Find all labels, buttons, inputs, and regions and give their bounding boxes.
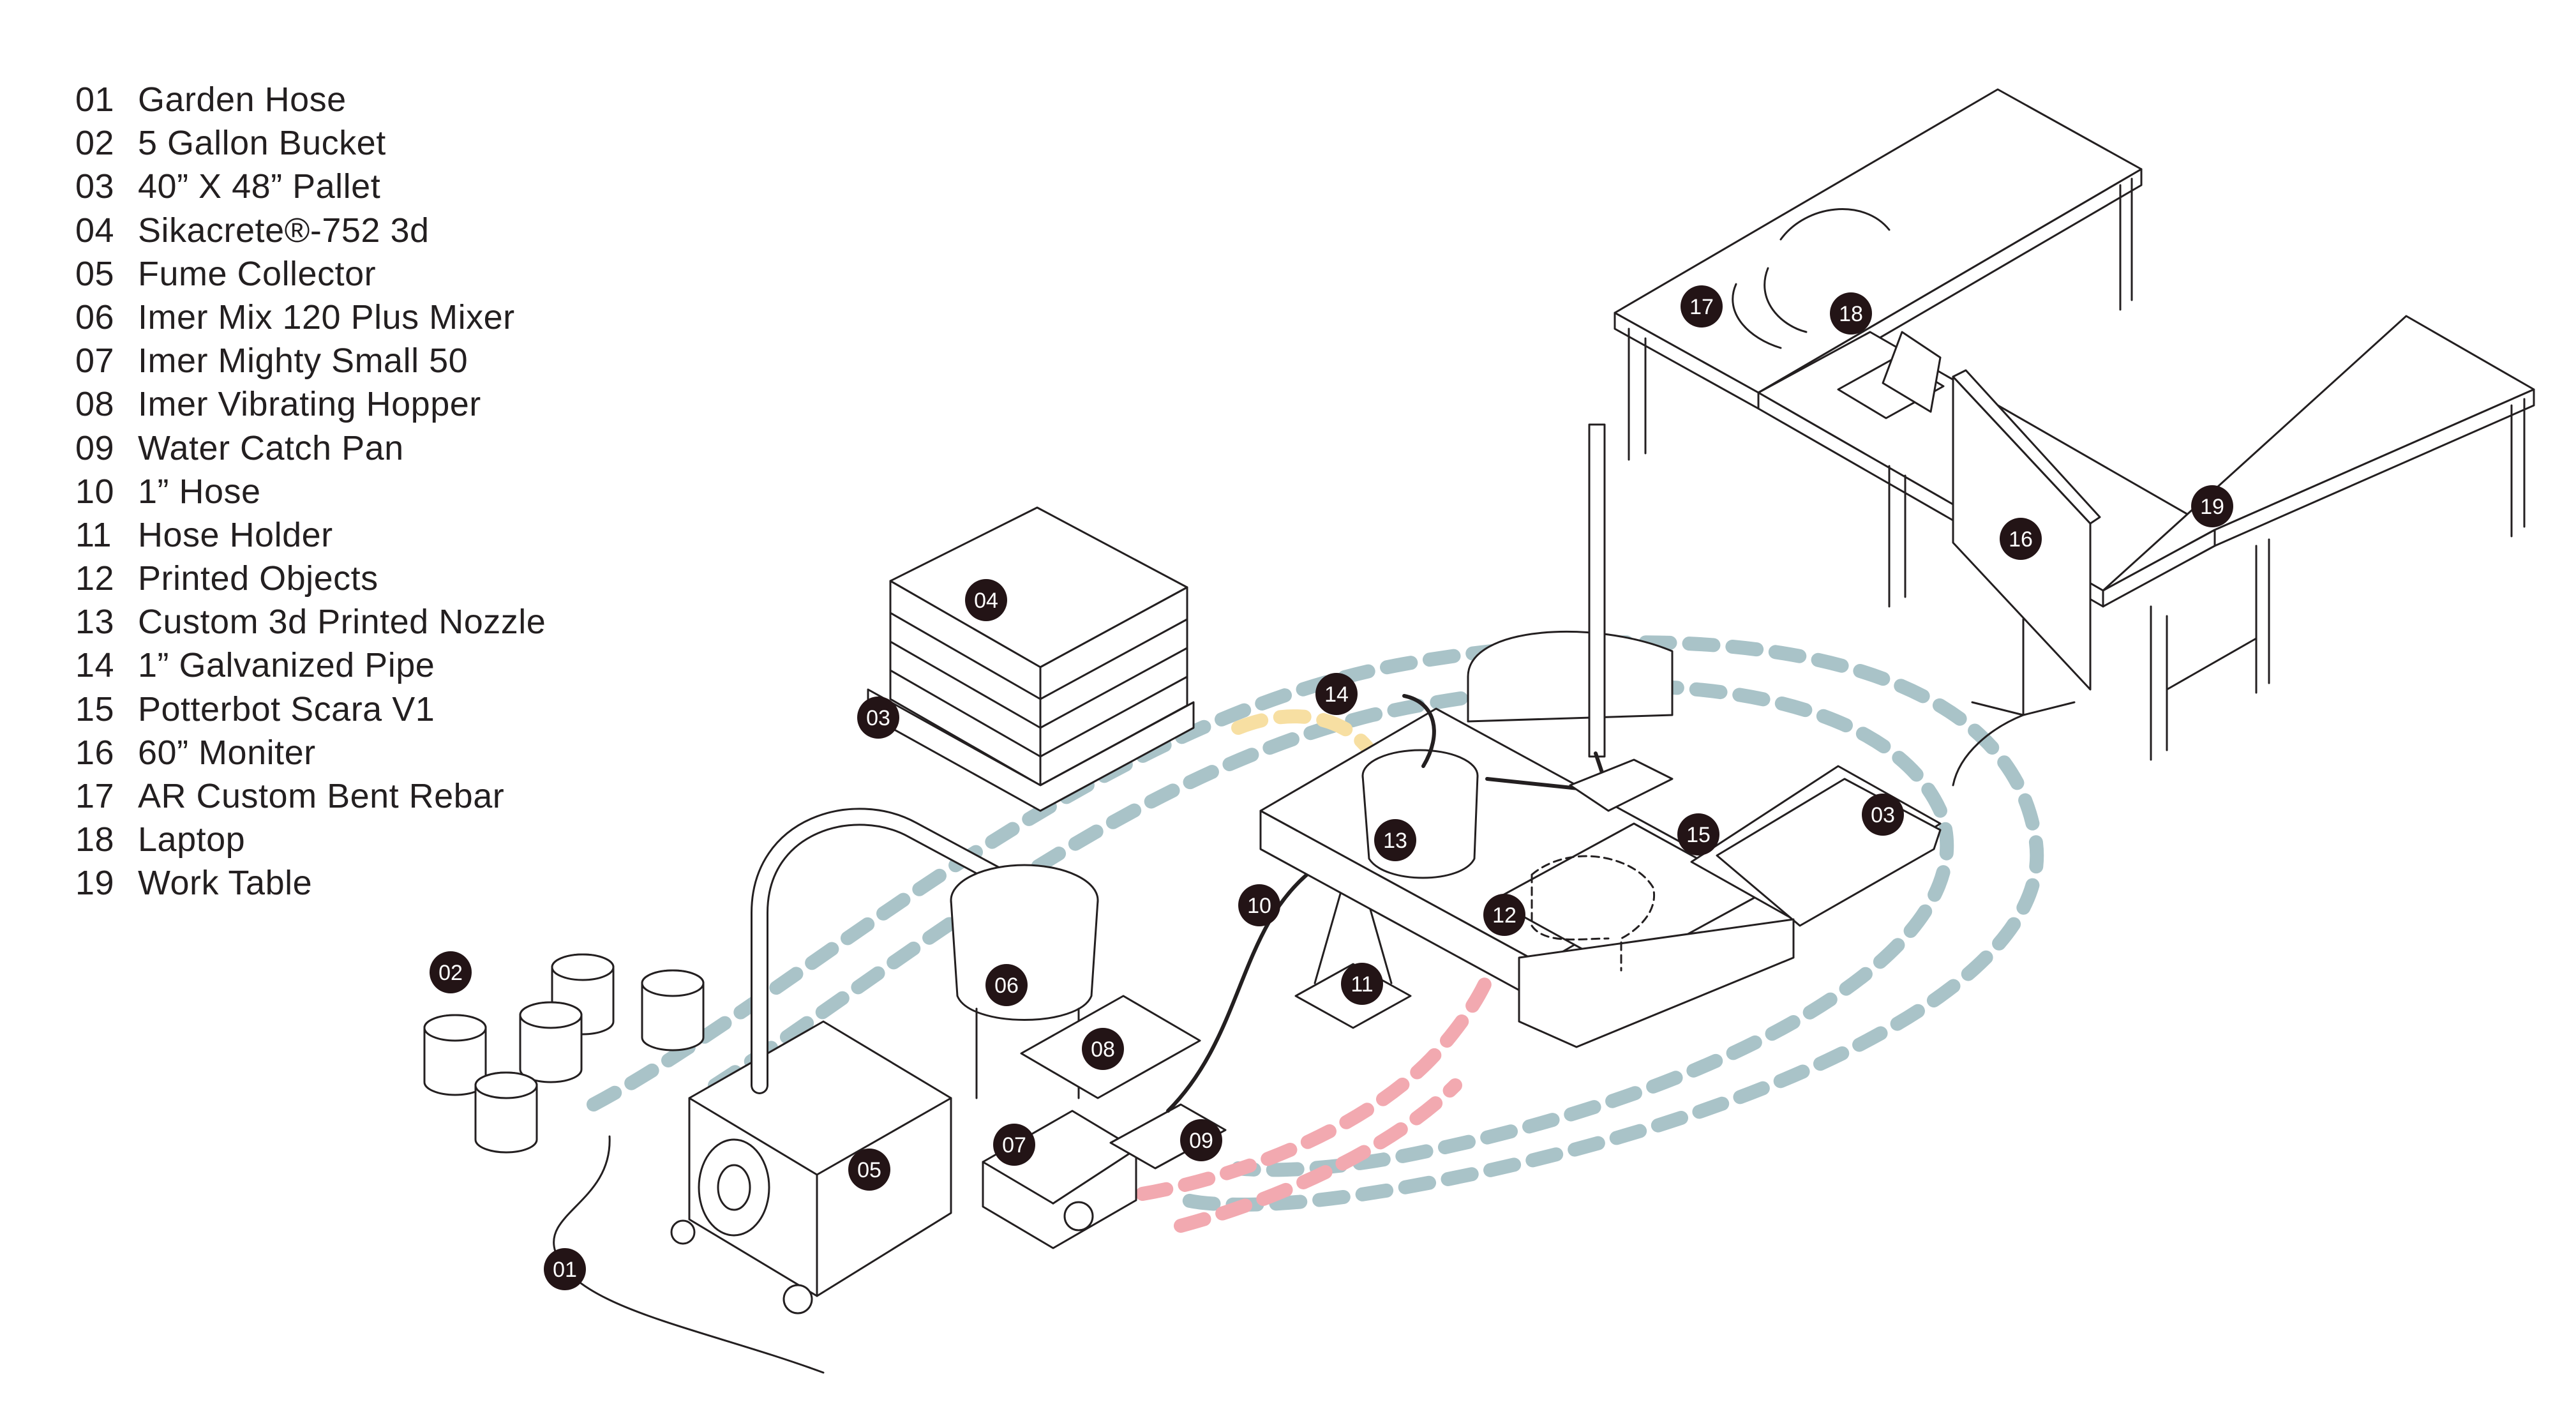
buckets bbox=[423, 953, 705, 1154]
marker-08[interactable]: 08 bbox=[1082, 1028, 1124, 1070]
marker-04[interactable]: 04 bbox=[965, 579, 1007, 621]
marker-02[interactable]: 02 bbox=[430, 951, 472, 993]
bent-rebar bbox=[1732, 208, 1891, 349]
svg-text:04: 04 bbox=[974, 589, 998, 613]
blue-path-outer bbox=[587, 635, 2044, 1212]
svg-text:17: 17 bbox=[1689, 295, 1714, 319]
marker-11[interactable]: 11 bbox=[1341, 963, 1383, 1005]
svg-text:15: 15 bbox=[1686, 823, 1711, 847]
marker-06[interactable]: 06 bbox=[985, 964, 1028, 1006]
red-path bbox=[1135, 931, 1507, 1201]
marker-10[interactable]: 10 bbox=[1238, 884, 1280, 926]
nozzle-container bbox=[1361, 749, 1479, 879]
scara-robot bbox=[1467, 423, 1674, 812]
svg-text:12: 12 bbox=[1492, 903, 1516, 928]
svg-text:19: 19 bbox=[2200, 495, 2224, 519]
svg-text:08: 08 bbox=[1091, 1037, 1115, 1062]
svg-text:16: 16 bbox=[2009, 527, 2033, 552]
marker-05[interactable]: 05 bbox=[848, 1149, 890, 1191]
svg-text:03: 03 bbox=[866, 706, 890, 730]
line-drawing bbox=[423, 88, 2535, 1374]
markers: 01 02 03 03 04 05 06 07 08 09 10 11 12 1… bbox=[430, 285, 2233, 1290]
marker-07[interactable]: 07 bbox=[993, 1124, 1035, 1166]
red-path-2 bbox=[1174, 1078, 1462, 1233]
marker-13[interactable]: 13 bbox=[1374, 819, 1416, 861]
svg-text:10: 10 bbox=[1247, 894, 1271, 918]
marker-12[interactable]: 12 bbox=[1483, 894, 1525, 936]
marker-19[interactable]: 19 bbox=[2191, 485, 2233, 527]
laptop bbox=[1837, 331, 1945, 419]
marker-15[interactable]: 15 bbox=[1677, 813, 1719, 855]
svg-text:13: 13 bbox=[1383, 829, 1407, 853]
path-trails bbox=[587, 635, 2044, 1233]
marker-09[interactable]: 09 bbox=[1180, 1119, 1222, 1161]
printed-objects bbox=[1531, 855, 1656, 972]
svg-text:14: 14 bbox=[1324, 682, 1349, 707]
svg-text:11: 11 bbox=[1351, 972, 1373, 997]
marker-03-pallet[interactable]: 03 bbox=[857, 697, 899, 739]
marker-18[interactable]: 18 bbox=[1830, 292, 1872, 335]
svg-text:03: 03 bbox=[1871, 803, 1895, 827]
blue-path-inner bbox=[708, 679, 1954, 1177]
svg-text:07: 07 bbox=[1002, 1133, 1026, 1157]
marker-16[interactable]: 16 bbox=[2000, 518, 2042, 560]
svg-text:01: 01 bbox=[553, 1258, 577, 1282]
svg-text:06: 06 bbox=[994, 974, 1019, 998]
pallet-with-bags bbox=[867, 506, 1195, 812]
svg-text:09: 09 bbox=[1189, 1129, 1213, 1153]
marker-14[interactable]: 14 bbox=[1315, 673, 1358, 715]
work-table bbox=[1614, 88, 2535, 761]
fume-collector bbox=[670, 808, 1005, 1315]
svg-text:05: 05 bbox=[857, 1158, 881, 1182]
galvanized-pipe bbox=[1402, 694, 1436, 768]
svg-text:18: 18 bbox=[1839, 302, 1863, 326]
marker-17[interactable]: 17 bbox=[1681, 285, 1723, 328]
marker-01[interactable]: 01 bbox=[544, 1248, 586, 1290]
marker-03-print-bed[interactable]: 03 bbox=[1862, 794, 1904, 836]
svg-text:02: 02 bbox=[438, 961, 463, 985]
